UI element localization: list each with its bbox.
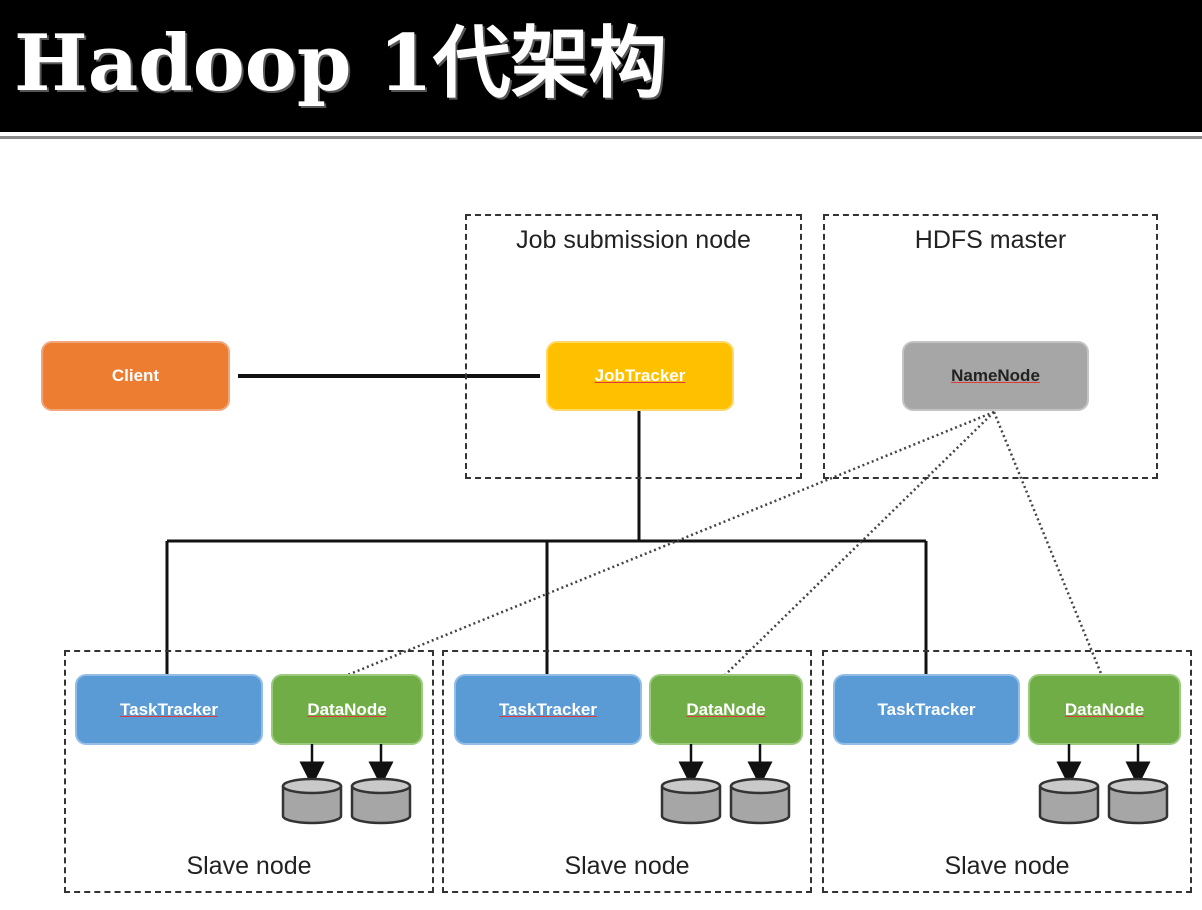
datanode-node: DataNode — [651, 676, 801, 743]
job-submission-label: Job submission node — [516, 226, 751, 254]
datanode-label: DataNode — [1064, 699, 1145, 719]
tasktracker-node: TaskTracker — [77, 676, 261, 743]
job-submission-group: Job submission node — [465, 214, 802, 479]
slave-node-label: Slave node — [564, 852, 690, 880]
slave-node-group: Slave node — [822, 650, 1192, 893]
title-divider — [0, 136, 1202, 139]
jobtracker-label: JobTracker — [594, 366, 686, 385]
namenode-label: NameNode — [951, 366, 1040, 385]
datanode-node: DataNode — [273, 676, 421, 743]
tasktracker-node: TaskTracker — [835, 676, 1018, 743]
slave-node-label: Slave node — [186, 852, 312, 880]
datanode-node: DataNode — [1030, 676, 1179, 743]
hdfs-master-group: HDFS master — [823, 214, 1158, 479]
namenode-node: NameNode — [904, 343, 1087, 409]
tasktracker-label: TaskTracker — [877, 699, 976, 719]
datanode-label: DataNode — [686, 699, 766, 719]
title-bar: Hadoop 1代架构 — [0, 0, 1202, 132]
slave-node-group: Slave node — [442, 650, 812, 893]
slave-node-group: Slave node — [64, 650, 434, 893]
datanode-label: DataNode — [307, 699, 387, 719]
tasktracker-node: TaskTracker — [456, 676, 640, 743]
page-title: Hadoop 1代架构 — [14, 18, 667, 109]
client-label: Client — [111, 366, 160, 385]
namenode-datanode-1-line — [344, 410, 995, 678]
jobtracker-node: JobTracker — [548, 343, 732, 409]
hdfs-master-label: HDFS master — [914, 226, 1067, 254]
client-node: Client — [43, 343, 228, 409]
tasktracker-label: TaskTracker — [120, 699, 218, 719]
slave-node-label: Slave node — [944, 852, 1070, 880]
tasktracker-label: TaskTracker — [499, 699, 597, 719]
